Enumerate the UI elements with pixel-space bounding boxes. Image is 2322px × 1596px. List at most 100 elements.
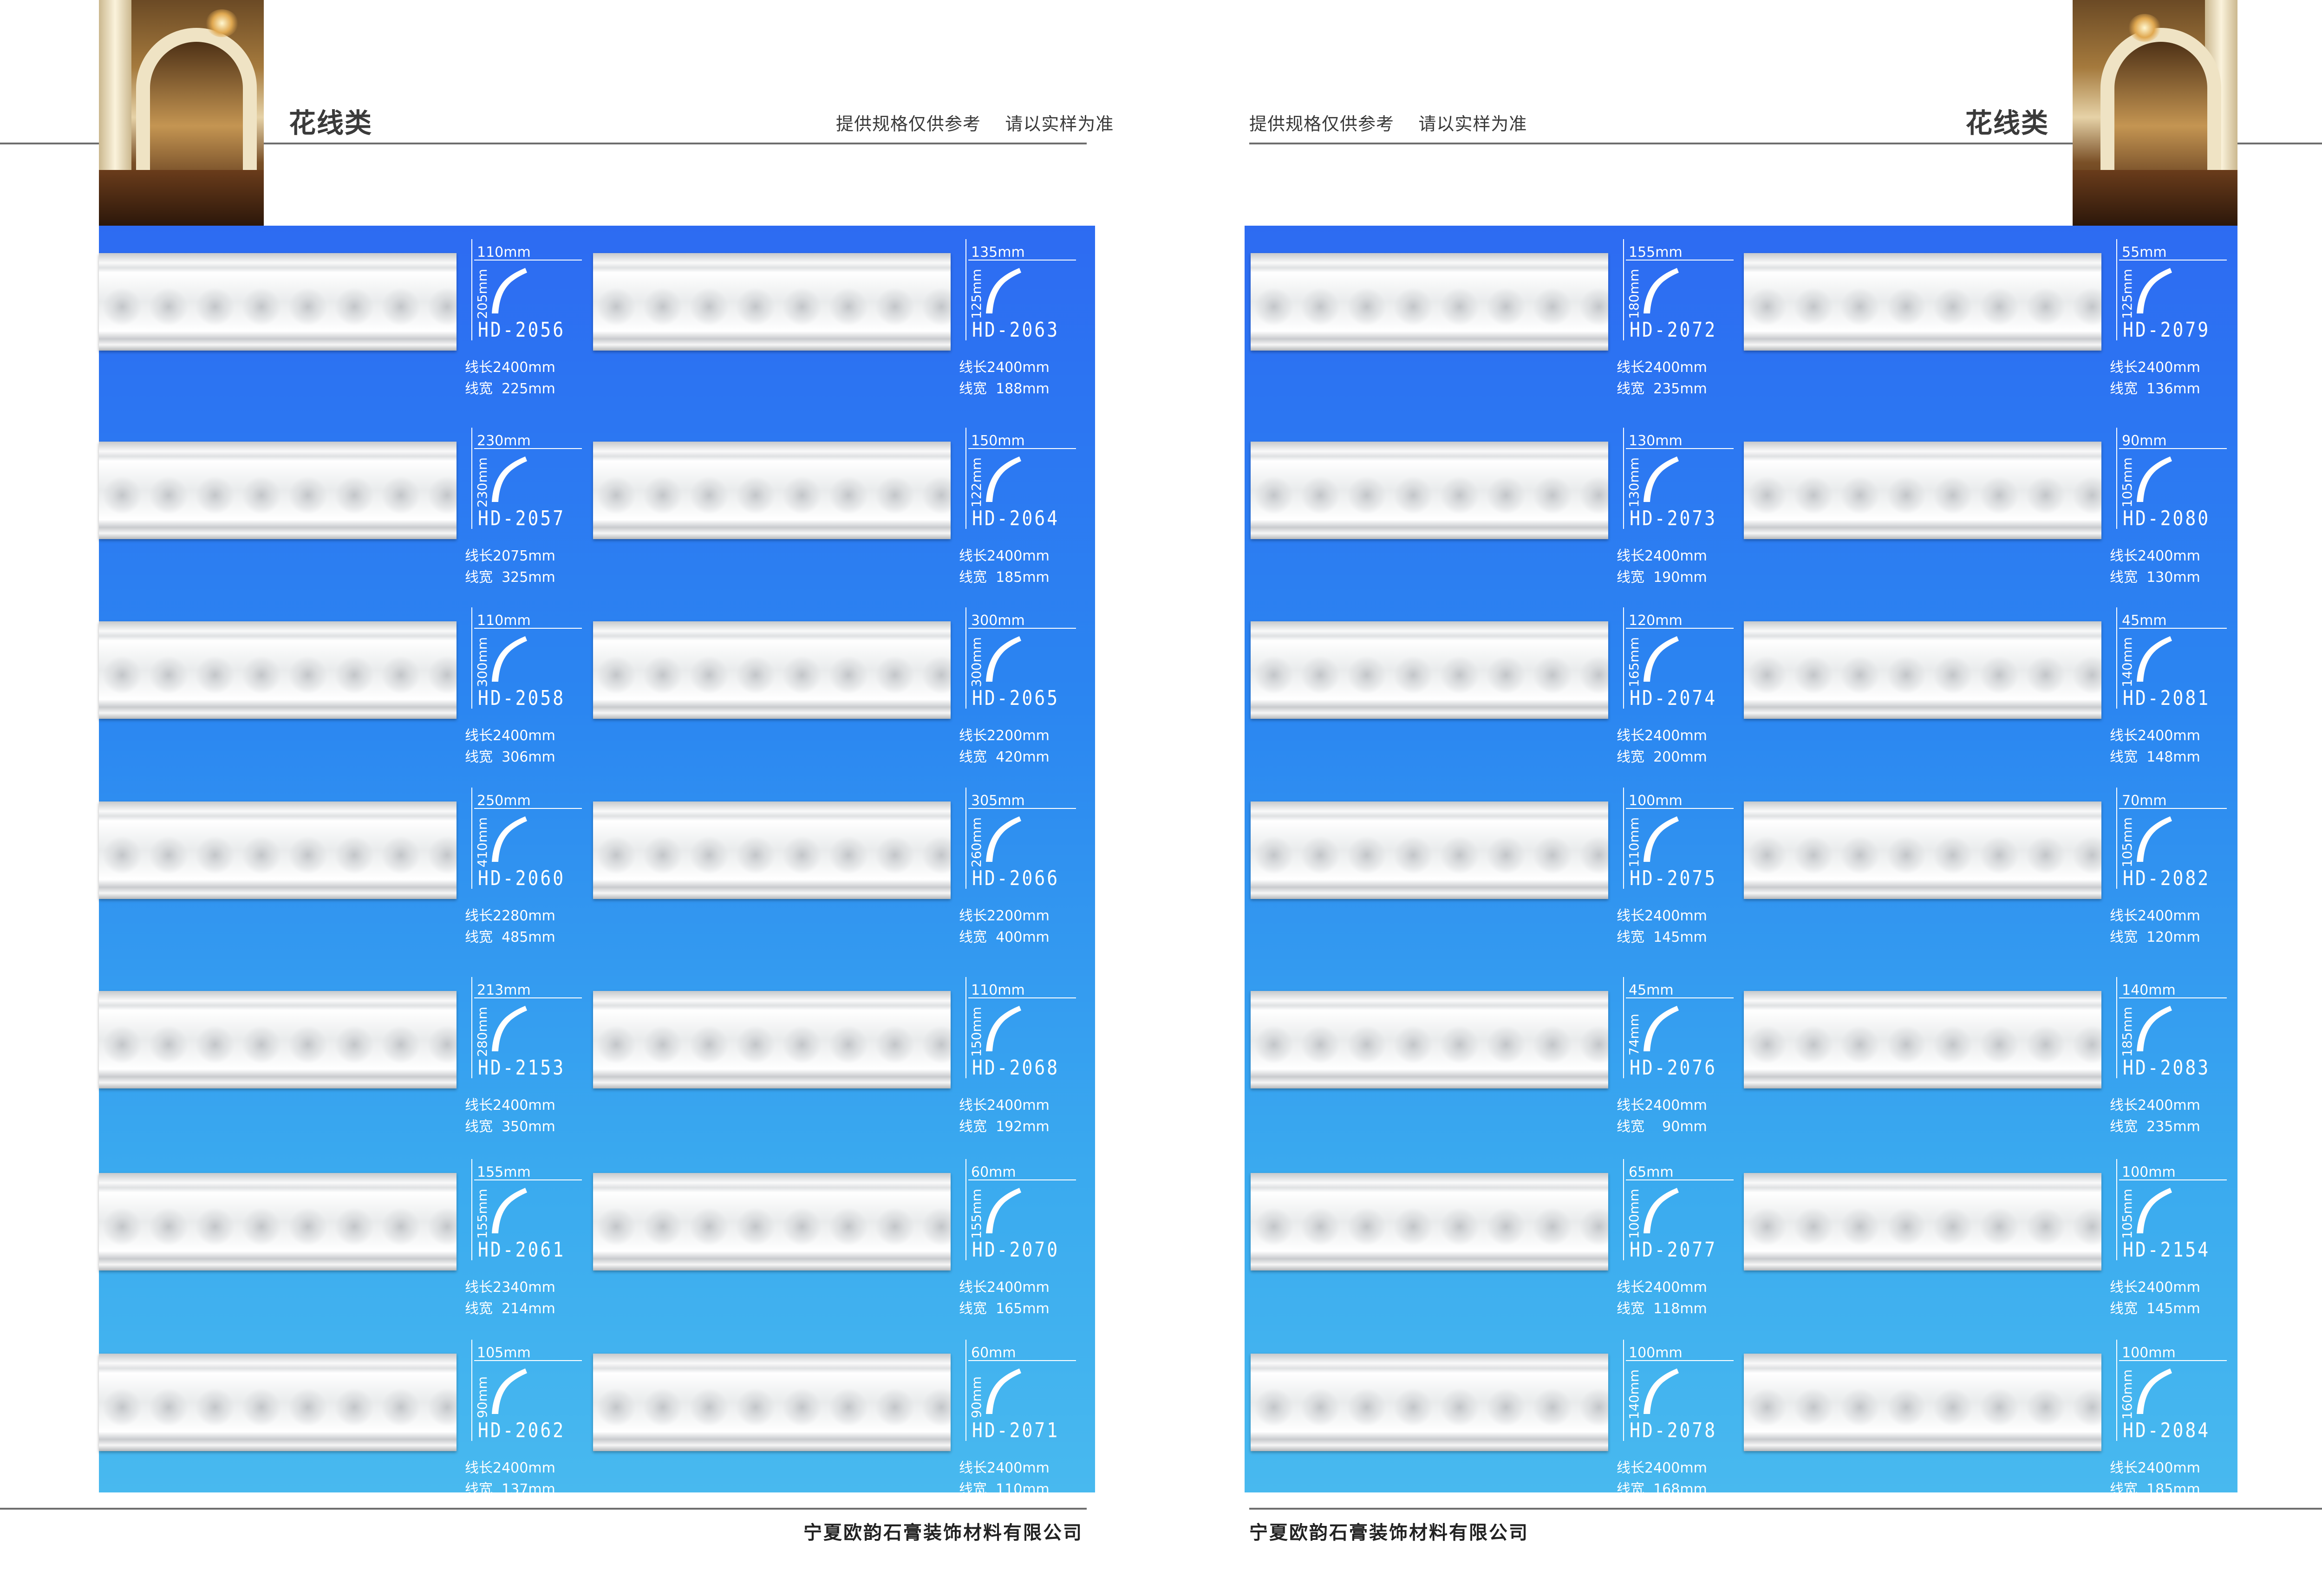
width-spec: 线宽 420mm [959,749,1050,765]
product-code: HD-2063 [972,318,1060,342]
profile-icon [492,1006,527,1051]
product-code: HD-2064 [972,506,1060,530]
dimension-line [471,239,472,340]
disclaimer-note-right: 提供规格仅供参考 请以实样为准 [1249,114,1527,134]
dimension-line [474,997,582,998]
length-spec: 线长2400mm [465,1097,555,1114]
dimension-line [2119,808,2227,809]
molding-photo [1744,991,2101,1088]
dimension-line [1626,260,1734,261]
length-spec: 线长2200mm [959,728,1050,744]
profile-icon [986,636,1021,682]
molding-photo [1251,801,1608,899]
length-spec: 线长2340mm [465,1279,555,1296]
molding-photo [1744,621,2101,719]
product-code: HD-2083 [2123,1055,2211,1080]
molding-photo [99,253,457,351]
height-dimension: 260mm [969,817,984,867]
height-dimension: 410mm [475,817,490,867]
length-spec: 线长2400mm [959,1097,1050,1114]
height-dimension: 300mm [969,637,984,687]
height-dimension: 155mm [475,1189,490,1239]
product-code: HD-2056 [478,318,566,342]
width-dimension: 100mm [2122,1345,2176,1361]
length-spec: 线长2400mm [959,1460,1050,1476]
length-spec: 线长2400mm [2110,908,2200,924]
profile-icon [986,268,1021,313]
width-dimension: 60mm [971,1164,1016,1180]
width-spec: 线宽 306mm [465,749,555,765]
height-dimension: 100mm [1626,1189,1642,1239]
profile-icon [986,1368,1021,1414]
profile-icon [492,456,527,502]
product-code: HD-2154 [2123,1238,2211,1262]
molding-photo [1744,442,2101,539]
company-name-left: 宁夏欧韵石膏装饰材料有限公司 [803,1522,1083,1544]
product-code: HD-2057 [478,506,566,530]
product-code: HD-2076 [1630,1055,1717,1080]
disclaimer-note-left: 提供规格仅供参考 请以实样为准 [836,114,1114,134]
dimension-line [965,428,966,529]
product-code: HD-2077 [1630,1238,1717,1262]
width-spec: 线宽 136mm [2110,381,2200,397]
width-spec: 线宽 200mm [1617,749,1707,765]
width-spec: 线宽 485mm [465,929,555,945]
dimension-line [471,788,472,889]
width-spec: 线宽 214mm [465,1301,555,1317]
dimension-line [1626,1360,1734,1361]
length-spec: 线长2400mm [1617,548,1707,564]
width-spec: 线宽 118mm [1617,1301,1707,1317]
length-spec: 线长2400mm [959,548,1050,564]
width-dimension: 45mm [2122,612,2167,629]
dimension-line [968,1360,1076,1361]
dimension-line [471,1159,472,1260]
dimension-line [1626,628,1734,629]
product-code: HD-2080 [2123,506,2211,530]
height-dimension: 90mm [475,1376,490,1419]
dimension-line [474,628,582,629]
length-spec: 线长2400mm [2110,728,2200,744]
length-spec: 线长2400mm [465,1460,555,1476]
profile-icon [492,1188,527,1233]
molding-photo [1744,801,2101,899]
profile-icon [1644,636,1679,682]
dimension-line [965,1340,966,1441]
width-spec: 线宽 145mm [1617,929,1707,945]
width-spec: 线宽 148mm [2110,749,2200,765]
height-dimension: 155mm [969,1189,984,1239]
width-spec: 线宽 225mm [465,381,555,397]
width-dimension: 213mm [477,982,531,998]
height-dimension: 140mm [1626,1369,1642,1420]
dimension-line [471,1340,472,1441]
width-dimension: 230mm [477,433,531,449]
product-code: HD-2071 [972,1418,1060,1442]
width-dimension: 155mm [477,1164,531,1180]
product-code: HD-2082 [2123,866,2211,890]
dimension-line [965,239,966,340]
height-dimension: 105mm [2120,1189,2135,1239]
product-code: HD-2061 [478,1238,566,1262]
molding-photo [593,442,951,539]
width-spec: 线宽 185mm [2110,1481,2200,1498]
length-spec: 线长2400mm [2110,1097,2200,1114]
length-spec: 线长2280mm [465,908,555,924]
height-dimension: 180mm [1626,269,1642,319]
dimension-line [471,977,472,1078]
height-dimension: 74mm [1626,1013,1642,1056]
length-spec: 线长2200mm [959,908,1050,924]
dimension-line [2116,1340,2117,1441]
profile-icon [2137,816,2172,862]
